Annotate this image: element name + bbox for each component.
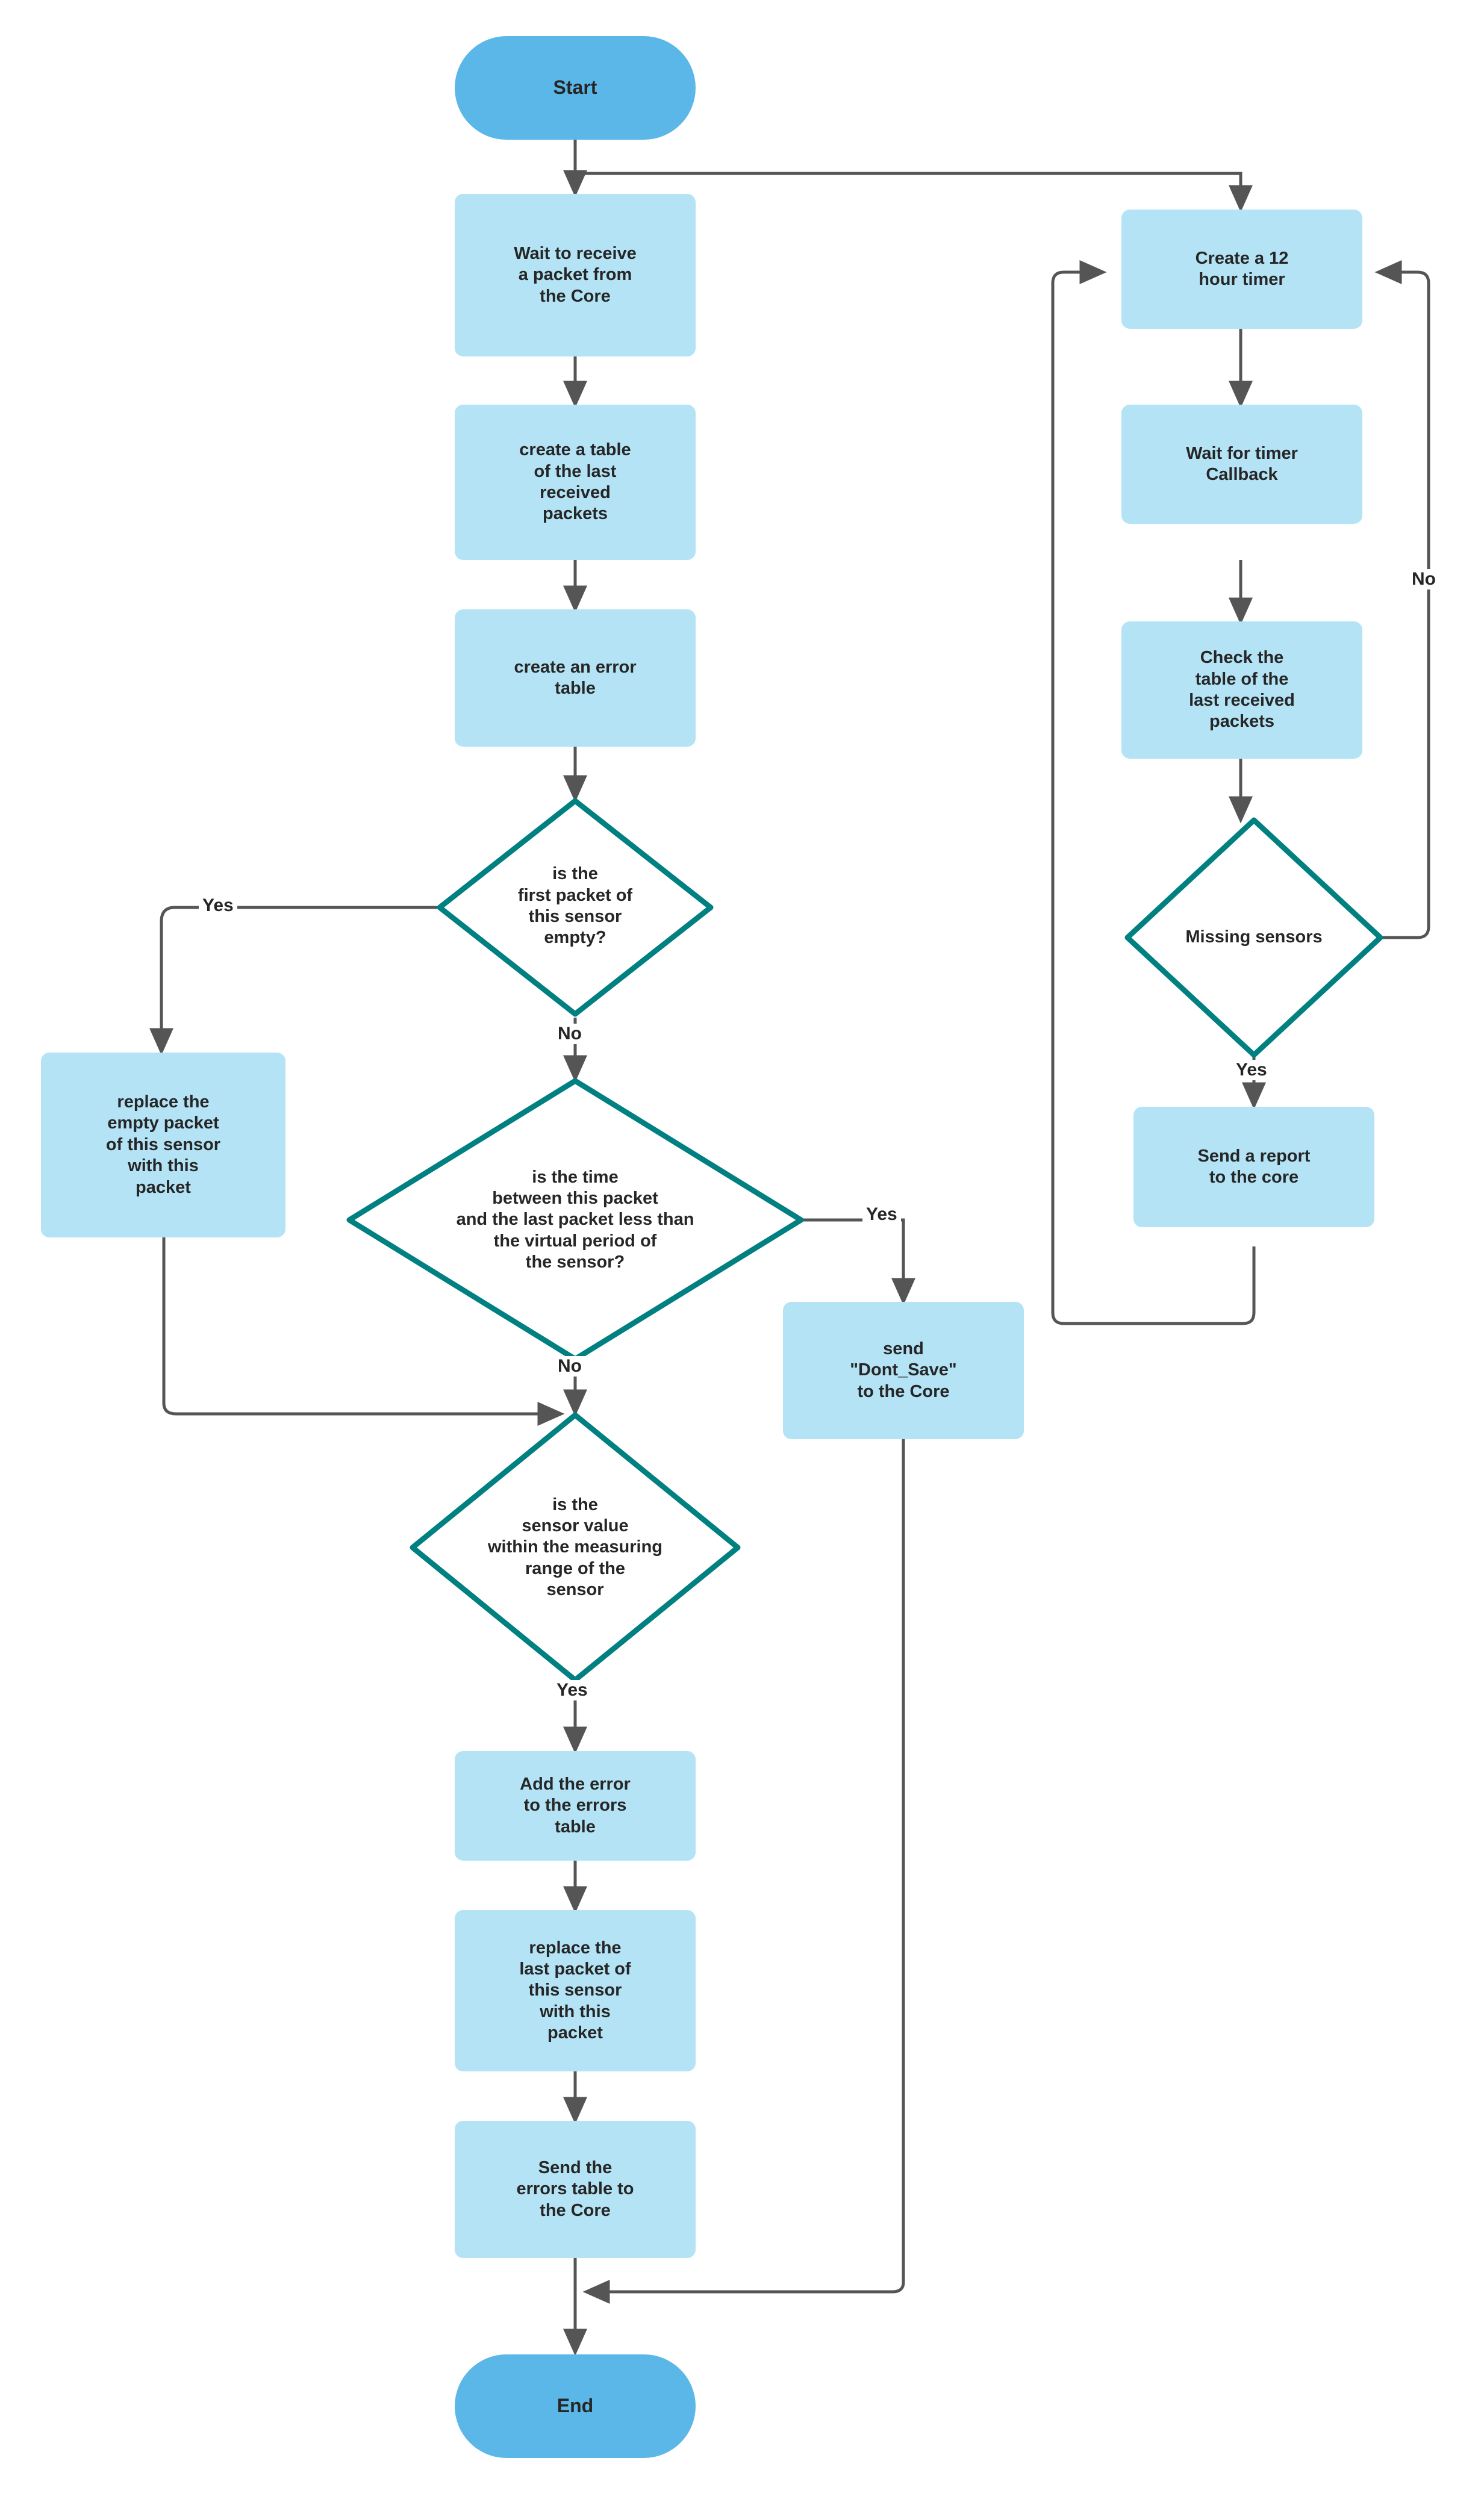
node-replace-last-packet-label: replace the last packet of this sensor w… (519, 1938, 631, 2043)
node-start-label: Start (553, 76, 597, 99)
edge-label-time-period-yes: Yes (862, 1204, 901, 1225)
node-check-table[interactable]: Check the table of the last received pac… (1121, 621, 1362, 759)
edge-dec1-yes (149, 906, 446, 1056)
node-end[interactable]: End (455, 2354, 696, 2458)
node-wait-packet-label: Wait to receive a packet from the Core (514, 243, 637, 306)
node-add-error[interactable]: Add the error to the errors table (455, 1751, 696, 1861)
node-wait-packet[interactable]: Wait to receive a packet from the Core (455, 194, 696, 356)
edge-label-in-range-yes: Yes (553, 1680, 591, 1700)
node-send-errors-table[interactable]: Send the errors table to the Core (455, 2121, 696, 2258)
node-decision-time-period-label: is the time between this packet and the … (456, 1167, 694, 1272)
node-create-timer-label: Create a 12 hour timer (1195, 248, 1289, 289)
node-create-timer[interactable]: Create a 12 hour timer (1121, 210, 1362, 329)
node-replace-empty-packet[interactable]: replace the empty packet of this sensor … (41, 1053, 285, 1237)
node-start[interactable]: Start (455, 36, 696, 140)
node-add-error-label: Add the error to the errors table (520, 1774, 631, 1837)
edge-label-first-empty-no: No (554, 1024, 585, 1044)
node-create-table[interactable]: create a table of the last received pack… (455, 405, 696, 560)
node-decision-time-period[interactable]: is the time between this packet and the … (370, 1124, 780, 1316)
node-check-table-label: Check the table of the last received pac… (1189, 648, 1295, 732)
node-decision-in-range-label: is the sensor value within the measuring… (487, 1495, 663, 1600)
edge-label-missing-no: No (1408, 569, 1439, 590)
node-replace-last-packet[interactable]: replace the last packet of this sensor w… (455, 1910, 696, 2071)
node-send-dont-save-label: send "Dont_Save" to the Core (850, 1339, 957, 1401)
node-decision-first-packet-empty-label: is the first packet of this sensor empty… (517, 864, 633, 948)
node-send-dont-save[interactable]: send "Dont_Save" to the Core (783, 1302, 1024, 1439)
node-decision-missing-sensors-label: Missing sensors (1185, 927, 1323, 947)
edge-dec2-yes (798, 1218, 915, 1305)
node-create-table-label: create a table of the last received pack… (519, 440, 631, 524)
node-send-report-label: Send a report to the core (1197, 1146, 1311, 1187)
edge-label-missing-yes: Yes (1232, 1060, 1271, 1080)
node-wait-callback[interactable]: Wait for timer Callback (1121, 405, 1362, 524)
edge-label-time-period-no: No (554, 1356, 585, 1377)
node-replace-empty-packet-label: replace the empty packet of this sensor … (105, 1092, 221, 1197)
node-wait-callback-label: Wait for timer Callback (1186, 443, 1298, 484)
node-decision-in-range[interactable]: is the sensor value within the measuring… (428, 1457, 723, 1638)
node-decision-missing-sensors[interactable]: Missing sensors (1131, 909, 1377, 966)
node-send-errors-table-label: Send the errors table to the Core (516, 2158, 634, 2220)
node-decision-first-packet-empty[interactable]: is the first packet of this sensor empty… (470, 816, 681, 997)
edge-label-first-empty-yes: Yes (199, 895, 237, 916)
node-create-error-table-label: create an error table (514, 657, 637, 698)
node-create-error-table[interactable]: create an error table (455, 609, 696, 747)
edge-missing-no-loop (1355, 260, 1430, 939)
node-send-report[interactable]: Send a report to the core (1133, 1107, 1374, 1227)
node-end-label: End (556, 2395, 594, 2417)
